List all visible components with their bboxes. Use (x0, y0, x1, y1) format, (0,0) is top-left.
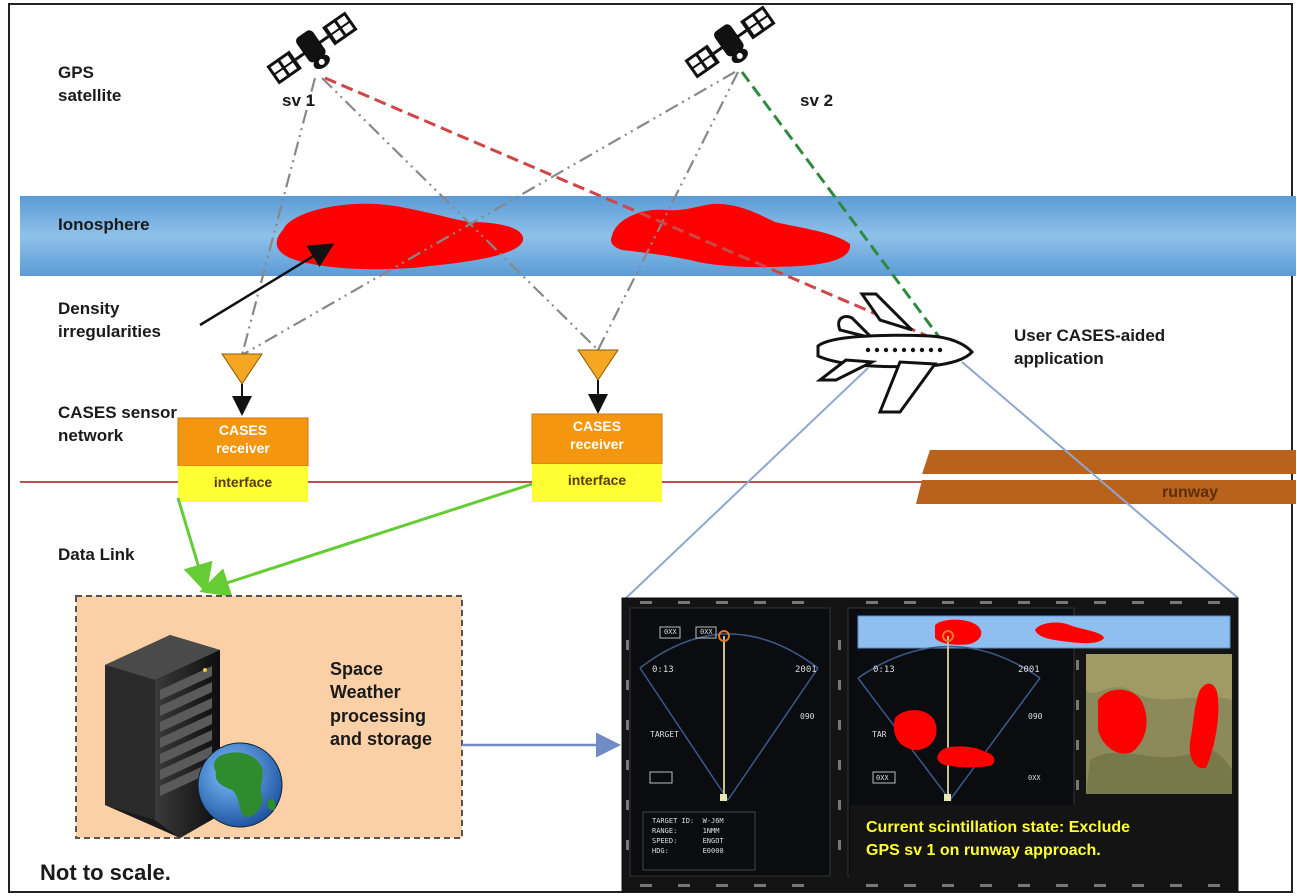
interface-label: interface (567, 472, 627, 488)
antenna-icon (577, 349, 619, 414)
scintillation-message: Current scintillation state: Exclude GPS… (866, 819, 1131, 860)
sv2-label: sv 2 (800, 91, 834, 110)
receiver-label: CASES receiver (216, 422, 270, 456)
display-button-label: 0XX (1028, 774, 1041, 782)
runway-label: runway (1162, 484, 1219, 501)
runway (916, 450, 1296, 504)
ionosphere-label: Ionosphere (58, 215, 150, 234)
display-text: TARGET (650, 730, 679, 739)
irregularity-blob-2 (611, 203, 851, 268)
display-button-label: 0XX (664, 628, 677, 636)
data-link-arrow (199, 482, 533, 597)
globe-icon (197, 742, 283, 828)
data-link-arrow (176, 497, 213, 594)
target-readout: TARGET ID: W-J6M RANGE: 1NMM SPEED: ENGO… (652, 817, 724, 856)
antenna-icon (221, 353, 263, 416)
receiver-box (531, 413, 663, 465)
not-to-scale-label: Not to scale. (40, 860, 171, 885)
server-icon (105, 635, 220, 838)
satellite-icon (684, 5, 776, 79)
display-text: 2001 (795, 665, 817, 675)
display-text: TAR (872, 730, 887, 739)
receiver-label: CASES receiver (570, 418, 624, 452)
density-pointer-arrow (199, 243, 335, 327)
sensor-network-label: CASES sensor network (58, 403, 178, 445)
interface-box (178, 466, 308, 502)
satellite-icon (266, 11, 358, 85)
signal-paths (240, 71, 961, 356)
zoom-line (625, 367, 869, 599)
irregularity-blob-1 (276, 203, 524, 270)
zoom-line (961, 361, 1239, 599)
display-text: 090 (800, 712, 815, 721)
display-text: 0:13 (873, 665, 895, 675)
display-button-label: 0XX (700, 628, 713, 636)
interface-box (532, 464, 662, 502)
processing-label: Space Weather processing and storage (330, 659, 433, 750)
display-text: 0:13 (652, 665, 674, 675)
gps-satellite-label: GPS satellite (58, 63, 122, 105)
airplane-windows (865, 347, 943, 353)
interface-label: interface (213, 474, 273, 490)
display-button-label: 0XX (876, 774, 889, 782)
user-application-label: User CASES-aided application (1014, 326, 1166, 368)
receiver-box (177, 417, 309, 467)
display-text: 090 (1028, 712, 1043, 721)
cockpit-display-panel (621, 597, 1239, 893)
display-text: 2001 (1018, 665, 1040, 675)
density-irregularities-label: Density irregularities (58, 299, 161, 341)
data-link-label: Data Link (58, 545, 135, 564)
sv1-label: sv 1 (282, 91, 316, 110)
